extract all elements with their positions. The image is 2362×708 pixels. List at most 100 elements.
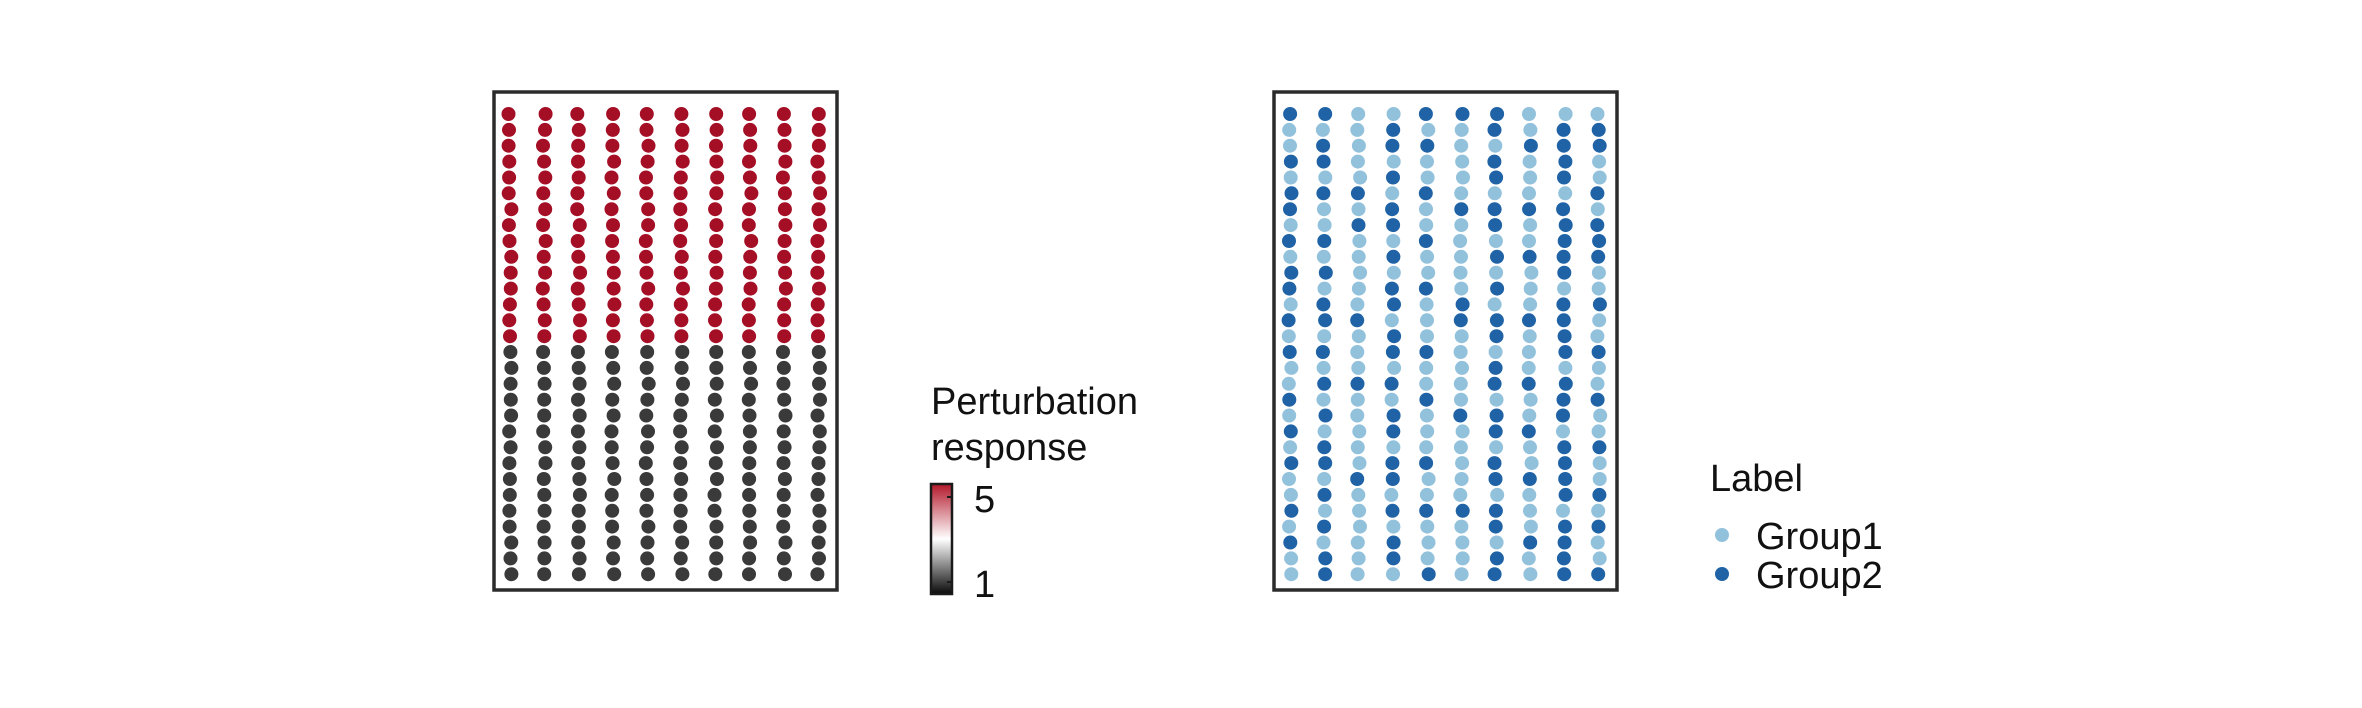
label-point-group2 — [1592, 234, 1607, 248]
perturbation-point-value-5 — [538, 234, 553, 248]
label-point-group1 — [1421, 122, 1436, 137]
perturbation-point-value-1 — [502, 472, 517, 486]
perturbation-point-value-5 — [604, 170, 619, 185]
perturbation-point-value-1 — [742, 456, 757, 471]
label-point-group2 — [1590, 392, 1605, 407]
perturbation-point-value-5 — [570, 186, 585, 201]
perturbation-point-value-1 — [537, 392, 552, 407]
perturbation-point-value-5 — [537, 154, 552, 169]
perturbation-point-value-5 — [743, 249, 758, 264]
label-point-group1 — [1315, 122, 1330, 137]
perturbation-point-value-1 — [504, 360, 519, 375]
label-point-group2 — [1386, 535, 1401, 550]
perturbation-point-value-1 — [676, 376, 690, 391]
label-point-group1 — [1420, 424, 1435, 439]
label-point-group1 — [1590, 202, 1605, 217]
legend-label-group2: Group2 — [1756, 555, 1883, 597]
perturbation-point-value-5 — [708, 249, 723, 264]
perturbation-point-value-1 — [502, 503, 517, 518]
perturbation-point-value-1 — [640, 535, 655, 550]
perturbation-point-value-1 — [536, 360, 551, 375]
label-point-group2 — [1557, 440, 1572, 455]
label-point-group2 — [1282, 234, 1296, 248]
label-point-group1 — [1419, 408, 1434, 423]
perturbation-point-value-1 — [571, 392, 585, 407]
perturbation-point-value-5 — [537, 329, 552, 344]
label-point-group1 — [1523, 567, 1538, 582]
label-point-group2 — [1455, 107, 1470, 121]
label-point-group2 — [1317, 519, 1332, 534]
label-point-group1 — [1455, 456, 1470, 471]
perturbation-point-value-1 — [502, 519, 517, 534]
perturbation-point-value-1 — [709, 360, 724, 375]
label-point-group1 — [1454, 567, 1469, 582]
label-point-group1 — [1557, 281, 1572, 296]
perturbation-point-value-1 — [673, 487, 688, 502]
label-point-group2 — [1317, 234, 1332, 248]
perturbation-point-value-1 — [709, 519, 724, 534]
label-point-group2 — [1386, 170, 1400, 185]
label-point-group1 — [1590, 535, 1605, 550]
label-point-group2 — [1487, 567, 1502, 582]
perturbation-point-value-1 — [536, 472, 551, 486]
perturbation-point-value-5 — [811, 107, 826, 121]
label-point-group2 — [1419, 503, 1434, 518]
perturbation-point-value-1 — [606, 551, 620, 566]
label-point-group2 — [1387, 329, 1402, 344]
perturbation-point-value-5 — [810, 313, 825, 328]
label-point-group2 — [1386, 218, 1401, 233]
perturbation-point-value-5 — [741, 313, 756, 328]
label-point-group1 — [1351, 360, 1366, 375]
perturbation-point-value-1 — [572, 440, 587, 455]
label-point-group2 — [1558, 472, 1573, 486]
label-point-group2 — [1350, 472, 1365, 486]
perturbation-plot-frame — [492, 90, 839, 592]
perturbation-point-value-1 — [572, 472, 587, 486]
perturbation-point-value-1 — [707, 392, 722, 407]
perturbation-point-value-5 — [811, 329, 825, 344]
perturbation-point-value-1 — [536, 424, 551, 439]
perturbation-point-value-5 — [708, 202, 723, 217]
label-point-group2 — [1316, 138, 1331, 153]
label-point-group1 — [1453, 345, 1468, 359]
perturbation-point-value-5 — [676, 281, 690, 296]
label-point-group2 — [1317, 376, 1332, 391]
label-point-group1 — [1523, 519, 1538, 534]
label-point-group2 — [1455, 503, 1470, 518]
label-point-group1 — [1386, 234, 1401, 248]
perturbation-point-value-5 — [742, 107, 757, 121]
perturbation-point-value-5 — [709, 186, 724, 201]
panel-perturbation — [492, 90, 839, 592]
perturbation-point-value-5 — [502, 170, 517, 185]
label-point-group2 — [1350, 376, 1365, 391]
label-point-group2 — [1557, 535, 1572, 550]
perturbation-point-value-5 — [674, 218, 689, 233]
perturbation-point-value-5 — [606, 329, 621, 344]
perturbation-point-value-1 — [571, 535, 586, 550]
perturbation-point-value-5 — [777, 202, 792, 217]
perturbation-point-value-5 — [503, 265, 518, 280]
label-point-group1 — [1350, 440, 1365, 455]
label-point-group2 — [1592, 440, 1607, 455]
perturbation-point-value-1 — [742, 424, 757, 439]
perturbation-point-value-5 — [778, 281, 793, 296]
perturbation-point-value-1 — [604, 487, 619, 502]
label-point-group1 — [1523, 503, 1537, 518]
label-point-group2 — [1490, 107, 1505, 121]
perturbation-point-value-1 — [538, 440, 553, 455]
label-point-group2 — [1284, 186, 1299, 201]
perturbation-point-value-1 — [708, 456, 723, 471]
perturbation-point-value-1 — [742, 503, 757, 518]
label-point-group2 — [1591, 345, 1606, 359]
perturbation-point-value-1 — [742, 519, 757, 534]
perturbation-point-value-1 — [606, 408, 621, 423]
perturbation-point-value-1 — [742, 551, 757, 566]
label-point-group1 — [1453, 265, 1468, 280]
label-point-group1 — [1558, 360, 1573, 375]
label-point-group1 — [1420, 329, 1434, 344]
label-point-group1 — [1384, 392, 1399, 407]
label-point-group2 — [1418, 281, 1433, 296]
label-point-group1 — [1591, 281, 1606, 296]
label-point-group2 — [1318, 567, 1333, 582]
perturbation-point-value-1 — [538, 456, 553, 471]
